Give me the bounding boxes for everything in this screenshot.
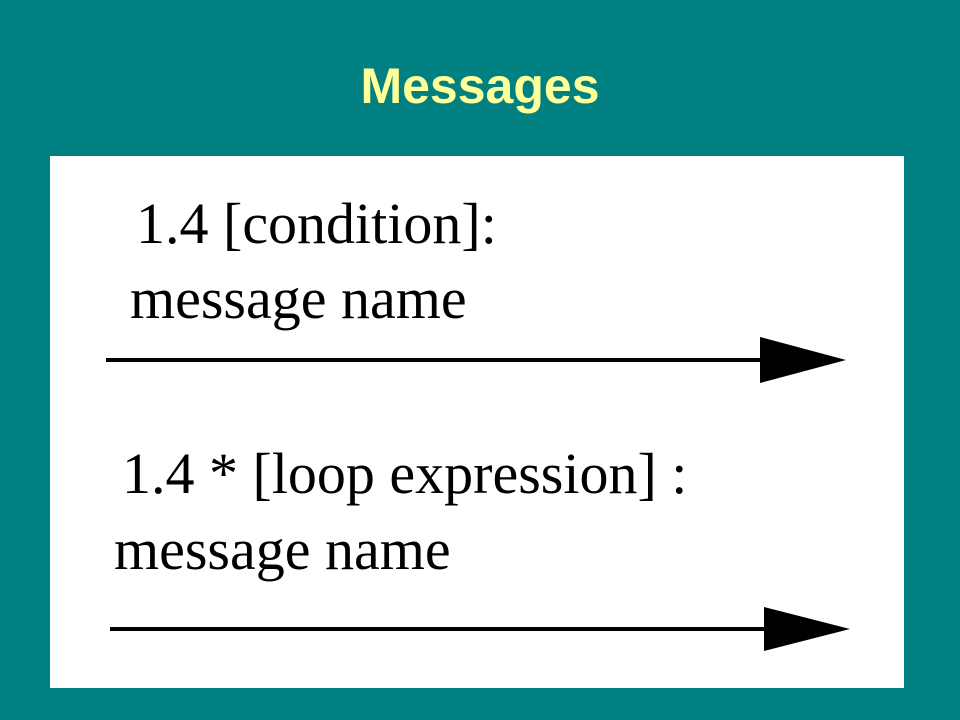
- condition-message-label: 1.4 [condition]:: [136, 191, 497, 256]
- loop-message-arrow-icon: [110, 607, 850, 651]
- condition-message-name: message name: [130, 266, 467, 331]
- loop-message-label: 1.4 * [loop expression] :: [122, 441, 688, 506]
- slide-title: Messages: [360, 58, 600, 114]
- message-arrows: [106, 337, 850, 651]
- condition-message-arrow-icon: [106, 337, 846, 383]
- loop-message-name: message name: [114, 517, 451, 582]
- message-diagram: 1.4 [condition]: message name 1.4 * [loo…: [50, 156, 904, 688]
